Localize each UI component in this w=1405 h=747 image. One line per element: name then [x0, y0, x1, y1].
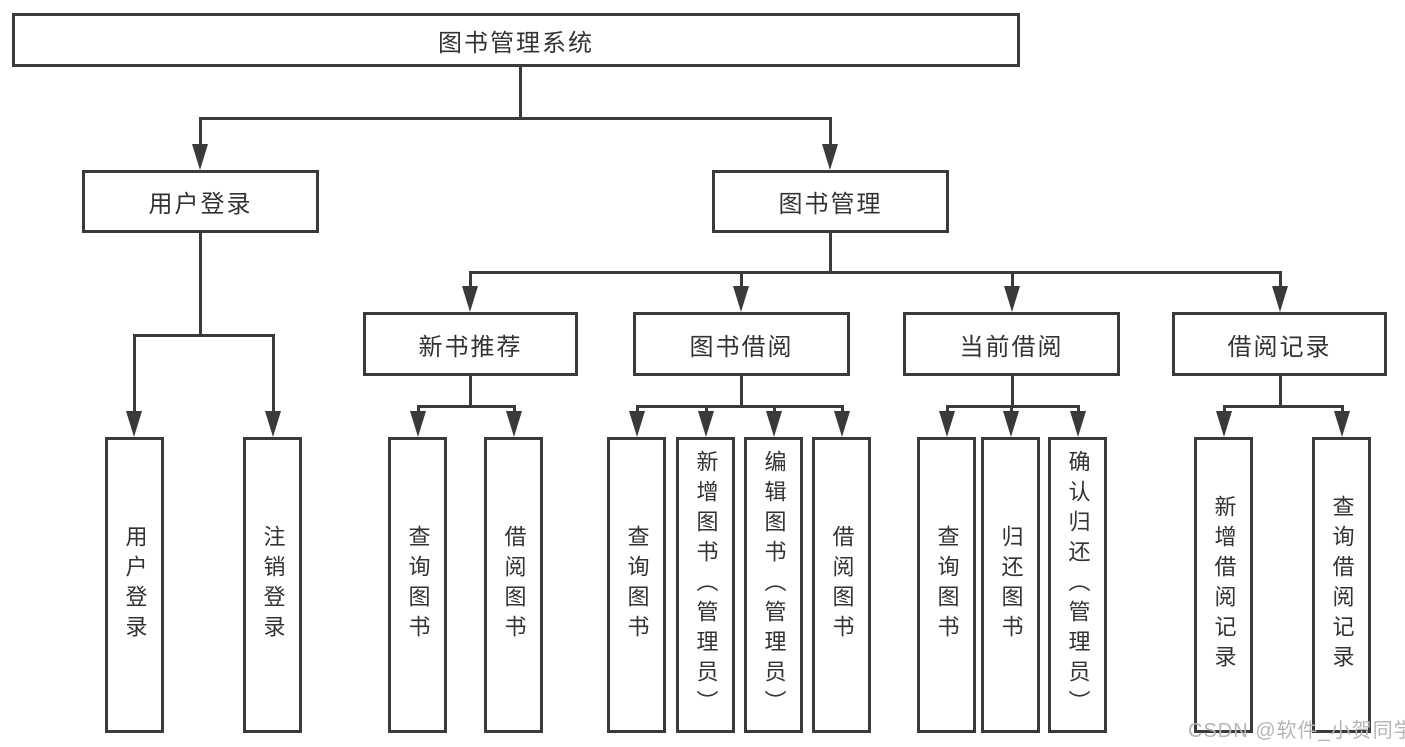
node-label-cb-return-books: 归还图书: [998, 525, 1024, 645]
arrowhead-icon: [733, 286, 749, 312]
node-user-login: 用户登录: [82, 170, 319, 233]
connector-drop: [132, 335, 136, 413]
connector-bus: [1222, 404, 1344, 408]
node-cb-query-books: 查询图书: [917, 437, 976, 733]
csdn-watermark: CSDN @软件_小贺同学: [1188, 720, 1405, 742]
arrowhead-icon: [1272, 286, 1288, 312]
node-label-bb-query-books: 查询图书: [624, 525, 650, 645]
connector-drop: [1222, 406, 1226, 413]
connector-drop: [198, 118, 202, 146]
connector-stem: [1278, 376, 1282, 406]
node-cb-confirm-return-admin: 确认归还（管理员）: [1048, 437, 1107, 733]
node-bb-edit-books-admin: 编辑图书（管理员）: [744, 437, 803, 733]
connector-drop: [468, 272, 472, 288]
connector-drop: [1340, 406, 1344, 413]
node-label-new-book-recommend: 新书推荐: [418, 333, 523, 361]
connector-drop: [945, 406, 949, 413]
node-borrow-records: 借阅记录: [1172, 312, 1387, 376]
node-label-root: 图书管理系统: [438, 29, 594, 57]
node-br-query-record: 查询借阅记录: [1312, 437, 1371, 733]
node-bb-borrow-books: 借阅图书: [812, 437, 871, 733]
node-label-user-login-leaf: 用户登录: [122, 525, 148, 645]
connector-drop: [704, 406, 708, 413]
connector-drop: [1009, 406, 1013, 413]
connector-bus: [416, 404, 516, 408]
node-label-current-borrow: 当前借阅: [959, 333, 1064, 361]
node-label-book-management: 图书管理: [778, 191, 883, 218]
arrowhead-icon: [462, 286, 478, 312]
arrowhead-icon: [629, 411, 645, 437]
arrowhead-icon: [1334, 411, 1350, 437]
arrowhead-icon: [1003, 411, 1019, 437]
node-label-borrow-records: 借阅记录: [1227, 333, 1332, 361]
connector-stem: [198, 233, 202, 335]
node-cb-return-books: 归还图书: [981, 437, 1040, 733]
connector-bus: [198, 116, 832, 120]
arrowhead-icon: [506, 411, 522, 437]
node-current-borrow: 当前借阅: [903, 312, 1120, 376]
arrowhead-icon: [939, 411, 955, 437]
node-label-nb-query-books: 查询图书: [405, 525, 431, 645]
node-label-cb-confirm-return-admin: 确认归还（管理员）: [1065, 450, 1091, 720]
node-nb-query-books: 查询图书: [388, 437, 447, 733]
arrowhead-icon: [265, 411, 281, 437]
connector-bus: [635, 404, 844, 408]
node-label-nb-borrow-books: 借阅图书: [501, 525, 527, 645]
node-book-borrow: 图书借阅: [633, 312, 850, 376]
connector-drop: [271, 335, 275, 413]
connector-drop: [828, 118, 832, 146]
arrowhead-icon: [1004, 286, 1020, 312]
connector-stem: [828, 233, 832, 272]
arrowhead-icon: [834, 411, 850, 437]
node-bb-add-books-admin: 新增图书（管理员）: [676, 437, 735, 733]
node-new-book-recommend: 新书推荐: [363, 312, 578, 376]
node-book-management: 图书管理: [712, 170, 949, 233]
connector-stem: [1010, 376, 1014, 406]
connector-bus: [132, 333, 275, 337]
node-root: 图书管理系统: [12, 13, 1020, 67]
node-user-login-leaf: 用户登录: [105, 437, 164, 733]
connector-stem: [518, 67, 522, 118]
node-label-cb-query-books: 查询图书: [934, 525, 960, 645]
arrowhead-icon: [766, 411, 782, 437]
arrowhead-icon: [1070, 411, 1086, 437]
arrowhead-icon: [126, 411, 142, 437]
node-label-bb-borrow-books: 借阅图书: [829, 525, 855, 645]
node-label-br-query-record: 查询借阅记录: [1329, 495, 1355, 675]
connector-drop: [1010, 272, 1014, 288]
arrowhead-icon: [822, 144, 838, 170]
connector-stem: [739, 376, 743, 406]
connector-drop: [512, 406, 516, 413]
node-label-book-borrow: 图书借阅: [689, 333, 794, 361]
connector-bus: [468, 270, 1282, 274]
node-label-logout-leaf: 注销登录: [260, 525, 286, 645]
node-br-add-record: 新增借阅记录: [1194, 437, 1253, 733]
node-label-br-add-record: 新增借阅记录: [1211, 495, 1237, 675]
connector-drop: [772, 406, 776, 413]
arrowhead-icon: [698, 411, 714, 437]
arrowhead-icon: [1216, 411, 1232, 437]
node-label-bb-add-books-admin: 新增图书（管理员）: [693, 450, 719, 720]
connector-drop: [635, 406, 639, 413]
connector-drop: [739, 272, 743, 288]
arrowhead-icon: [192, 144, 208, 170]
connector-bus: [945, 404, 1080, 408]
connector-drop: [1278, 272, 1282, 288]
arrowhead-icon: [410, 411, 426, 437]
node-bb-query-books: 查询图书: [607, 437, 666, 733]
connector-stem: [468, 376, 472, 406]
connector-drop: [416, 406, 420, 413]
node-label-bb-edit-books-admin: 编辑图书（管理员）: [761, 450, 787, 720]
node-nb-borrow-books: 借阅图书: [484, 437, 543, 733]
node-label-user-login: 用户登录: [148, 191, 253, 218]
connector-drop: [840, 406, 844, 413]
node-logout-leaf: 注销登录: [243, 437, 302, 733]
connector-drop: [1076, 406, 1080, 413]
